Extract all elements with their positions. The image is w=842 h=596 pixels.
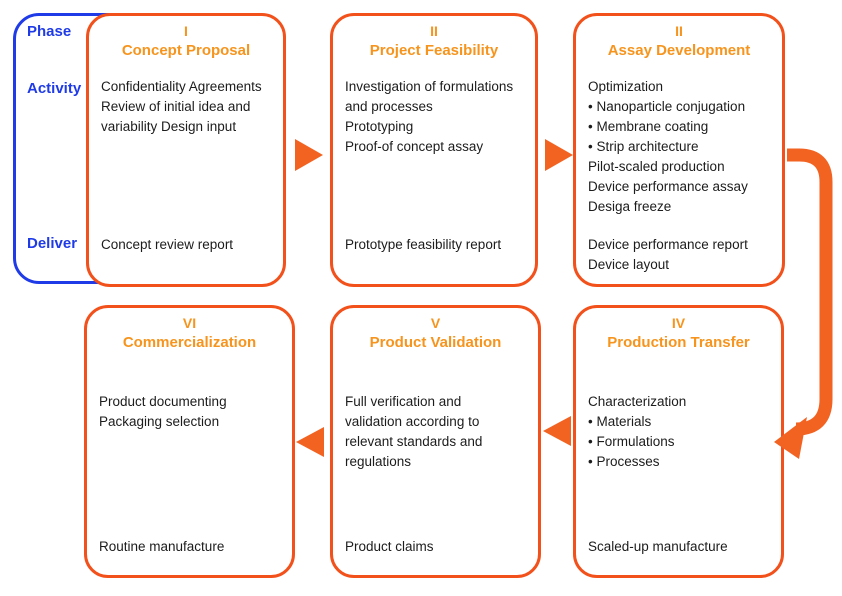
stage-box-commercialization: VI Commercialization Product documenting… [84,305,295,578]
stage-deliverables: Routine manufacture [99,537,288,557]
text-line: Device layout [588,257,670,272]
stage-title: Product Validation [369,334,502,351]
text-line: validation according to [345,414,480,429]
stage-header: IV Production Transfer [576,314,781,353]
text-line: • Processes [588,454,660,469]
arrow-elbow-down-icon [787,148,833,436]
stage-title: Production Transfer [607,334,750,351]
text-line: Prototyping [345,119,414,134]
text-line: Device performance report [588,237,748,252]
text-line: Pilot-scaled production [588,159,725,174]
stage-numeral: I [184,23,188,39]
stage-title: Concept Proposal [121,42,251,59]
stage-deliverables: Concept review report [101,235,279,255]
text-line: Concept review report [101,237,234,252]
text-line: • Nanoparticle conjugation [588,99,746,114]
text-line: Packaging selection [99,414,220,429]
arrow-left-icon [296,427,324,457]
arrow-right-icon [295,139,323,171]
text-line: Optimization [588,79,664,94]
text-line: • Strip architecture [588,139,699,154]
stage-deliverables: Product claims [345,537,534,557]
stage-header: V Product Validation [333,314,538,353]
text-line: Proof-of concept assay [345,139,484,154]
stage-deliverables: Prototype feasibility report [345,235,531,255]
stage-title: Commercialization [122,334,257,351]
stage-header: I Concept Proposal [89,22,283,61]
stage-activities: Full verification and validation accordin… [345,392,534,472]
arrow-left-icon [543,416,571,446]
text-line: Desiga freeze [588,199,672,214]
stage-header: VI Commercialization [87,314,292,353]
stage-header: II Project Feasibility [333,22,535,61]
text-line: Investigation of formulations [345,79,514,94]
text-line: Review of initial idea and [101,99,251,114]
stage-box-assay-development: II Assay Development Optimization • Nanop… [573,13,785,287]
text-line: Device performance assay [588,179,748,194]
text-line: Confidentiality Agreements [101,79,262,94]
stage-box-product-validation: V Product Validation Full verification a… [330,305,541,578]
stage-box-project-feasibility: II Project Feasibility Investigation of … [330,13,538,287]
text-line: Product documenting [99,394,227,409]
text-line: Product claims [345,539,434,554]
legend-activity-label: Activity [27,80,82,97]
stage-numeral: II [675,23,683,39]
stage-box-production-transfer: IV Production Transfer Characterization •… [573,305,784,578]
text-line: Full verification and [345,394,462,409]
stage-activities: Investigation of formulations and process… [345,77,531,157]
text-line: • Membrane coating [588,119,709,134]
text-line: Scaled-up manufacture [588,539,728,554]
text-line: • Materials [588,414,652,429]
stage-activities: Characterization • Materials • Formulation… [588,392,777,472]
text-line: • Formulations [588,434,675,449]
text-line: Characterization [588,394,687,409]
stage-numeral: II [430,23,438,39]
stage-numeral: V [430,315,441,331]
legend-phase-label: Phase [27,23,72,40]
stage-numeral: IV [671,315,686,331]
stage-deliverables: Scaled-up manufacture [588,537,777,557]
stage-numeral: VI [182,315,197,331]
text-line: relevant standards and [345,434,483,449]
stage-title: Project Feasibility [369,42,499,59]
legend-deliver-label: Deliver [27,235,78,252]
text-line: regulations [345,454,412,469]
stage-title: Assay Development [607,42,751,59]
text-line: variability Design input [101,119,237,134]
text-line: Prototype feasibility report [345,237,502,252]
text-line: and processes [345,99,433,114]
stage-box-concept-proposal: I Concept Proposal Confidentiality Agree… [86,13,286,287]
arrow-right-icon [545,139,573,171]
text-line: Routine manufacture [99,539,225,554]
stage-activities: Optimization • Nanoparticle conjugation • … [588,77,778,217]
stage-header: II Assay Development [576,22,782,61]
